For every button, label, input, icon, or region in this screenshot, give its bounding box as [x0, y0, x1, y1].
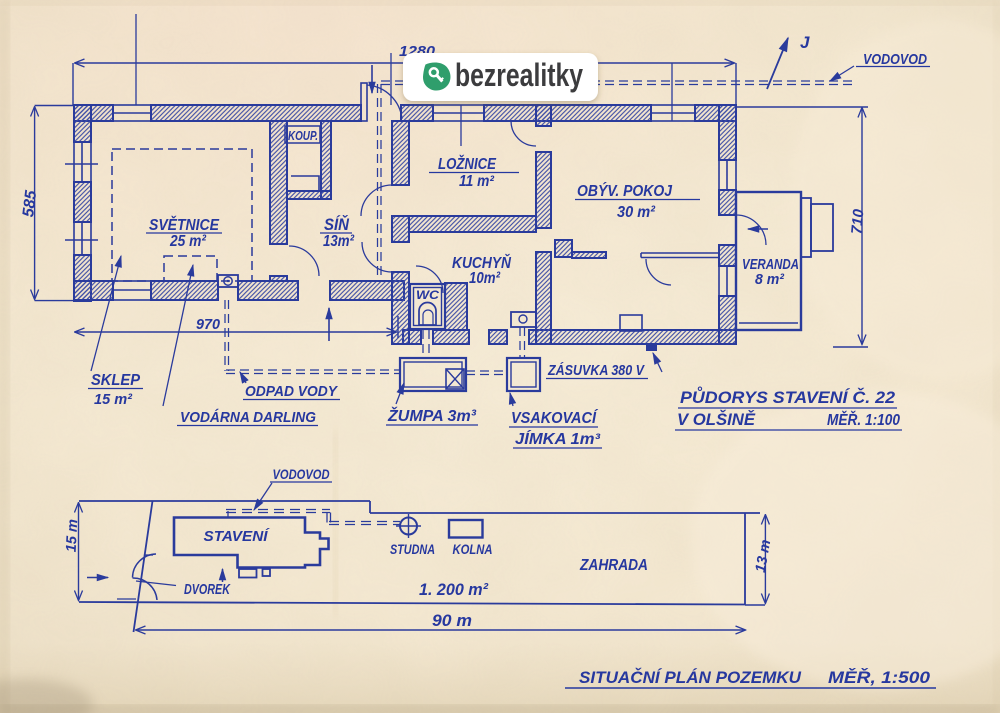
svg-text:MĚŘ, 1:500: MĚŘ, 1:500 [828, 668, 931, 687]
svg-text:bezrealitky: bezrealitky [455, 57, 583, 93]
svg-text:PŮDORYS STAVENÍ Č. 22: PŮDORYS STAVENÍ Č. 22 [680, 387, 896, 407]
svg-text:710: 710 [848, 208, 867, 235]
svg-text:VODOVOD: VODOVOD [273, 466, 330, 482]
svg-text:30 m²: 30 m² [617, 204, 656, 221]
svg-text:ZÁSUVKA 380 V: ZÁSUVKA 380 V [547, 362, 645, 379]
svg-text:ODPAD VODY: ODPAD VODY [245, 383, 339, 400]
svg-text:JÍMKA 1m³: JÍMKA 1m³ [515, 431, 601, 448]
svg-text:SVĚTNICE: SVĚTNICE [149, 215, 220, 234]
svg-text:585: 585 [20, 188, 40, 218]
svg-text:1. 200 m²: 1. 200 m² [419, 580, 489, 599]
svg-text:SITUAČNÍ PLÁN POZEMKU: SITUAČNÍ PLÁN POZEMKU [579, 668, 802, 687]
svg-text:DVOREK: DVOREK [184, 582, 231, 598]
svg-text:11 m²: 11 m² [459, 173, 495, 190]
svg-text:VODÁRNA DARLING: VODÁRNA DARLING [180, 409, 316, 426]
svg-text:15 m²: 15 m² [94, 391, 133, 408]
svg-text:SKLEP: SKLEP [91, 372, 141, 389]
svg-text:OBÝV. POKOJ: OBÝV. POKOJ [577, 181, 673, 200]
svg-text:MĚŘ. 1:100: MĚŘ. 1:100 [827, 410, 900, 429]
svg-text:STAVENÍ: STAVENÍ [204, 528, 271, 545]
svg-text:VODOVOD: VODOVOD [863, 52, 927, 68]
svg-text:STUDNA: STUDNA [390, 541, 435, 557]
svg-text:VSAKOVACÍ: VSAKOVACÍ [511, 410, 599, 427]
svg-text:V OLŠINĚ: V OLŠINĚ [677, 410, 756, 429]
svg-text:VERANDA: VERANDA [742, 257, 799, 273]
svg-text:15 m: 15 m [64, 519, 82, 553]
svg-text:13 m: 13 m [753, 538, 775, 573]
svg-text:KOUP.: KOUP. [288, 129, 318, 143]
svg-text:90 m: 90 m [432, 611, 472, 630]
svg-text:10m²: 10m² [469, 270, 501, 287]
svg-text:LOŽNICE: LOŽNICE [438, 155, 497, 173]
svg-text:WC: WC [416, 288, 439, 302]
svg-text:KUCHYŇ: KUCHYŇ [452, 253, 511, 272]
svg-text:8 m²: 8 m² [755, 271, 785, 288]
svg-text:13m²: 13m² [323, 233, 355, 250]
svg-text:SÍŇ: SÍŇ [324, 215, 350, 234]
svg-text:ZAHRADA: ZAHRADA [579, 557, 648, 574]
svg-text:J: J [800, 33, 810, 52]
svg-text:ŽUMPA 3m³: ŽUMPA 3m³ [387, 406, 477, 425]
svg-text:KOLNA: KOLNA [453, 541, 493, 557]
svg-text:970: 970 [196, 316, 221, 333]
svg-text:25 m²: 25 m² [169, 233, 206, 250]
